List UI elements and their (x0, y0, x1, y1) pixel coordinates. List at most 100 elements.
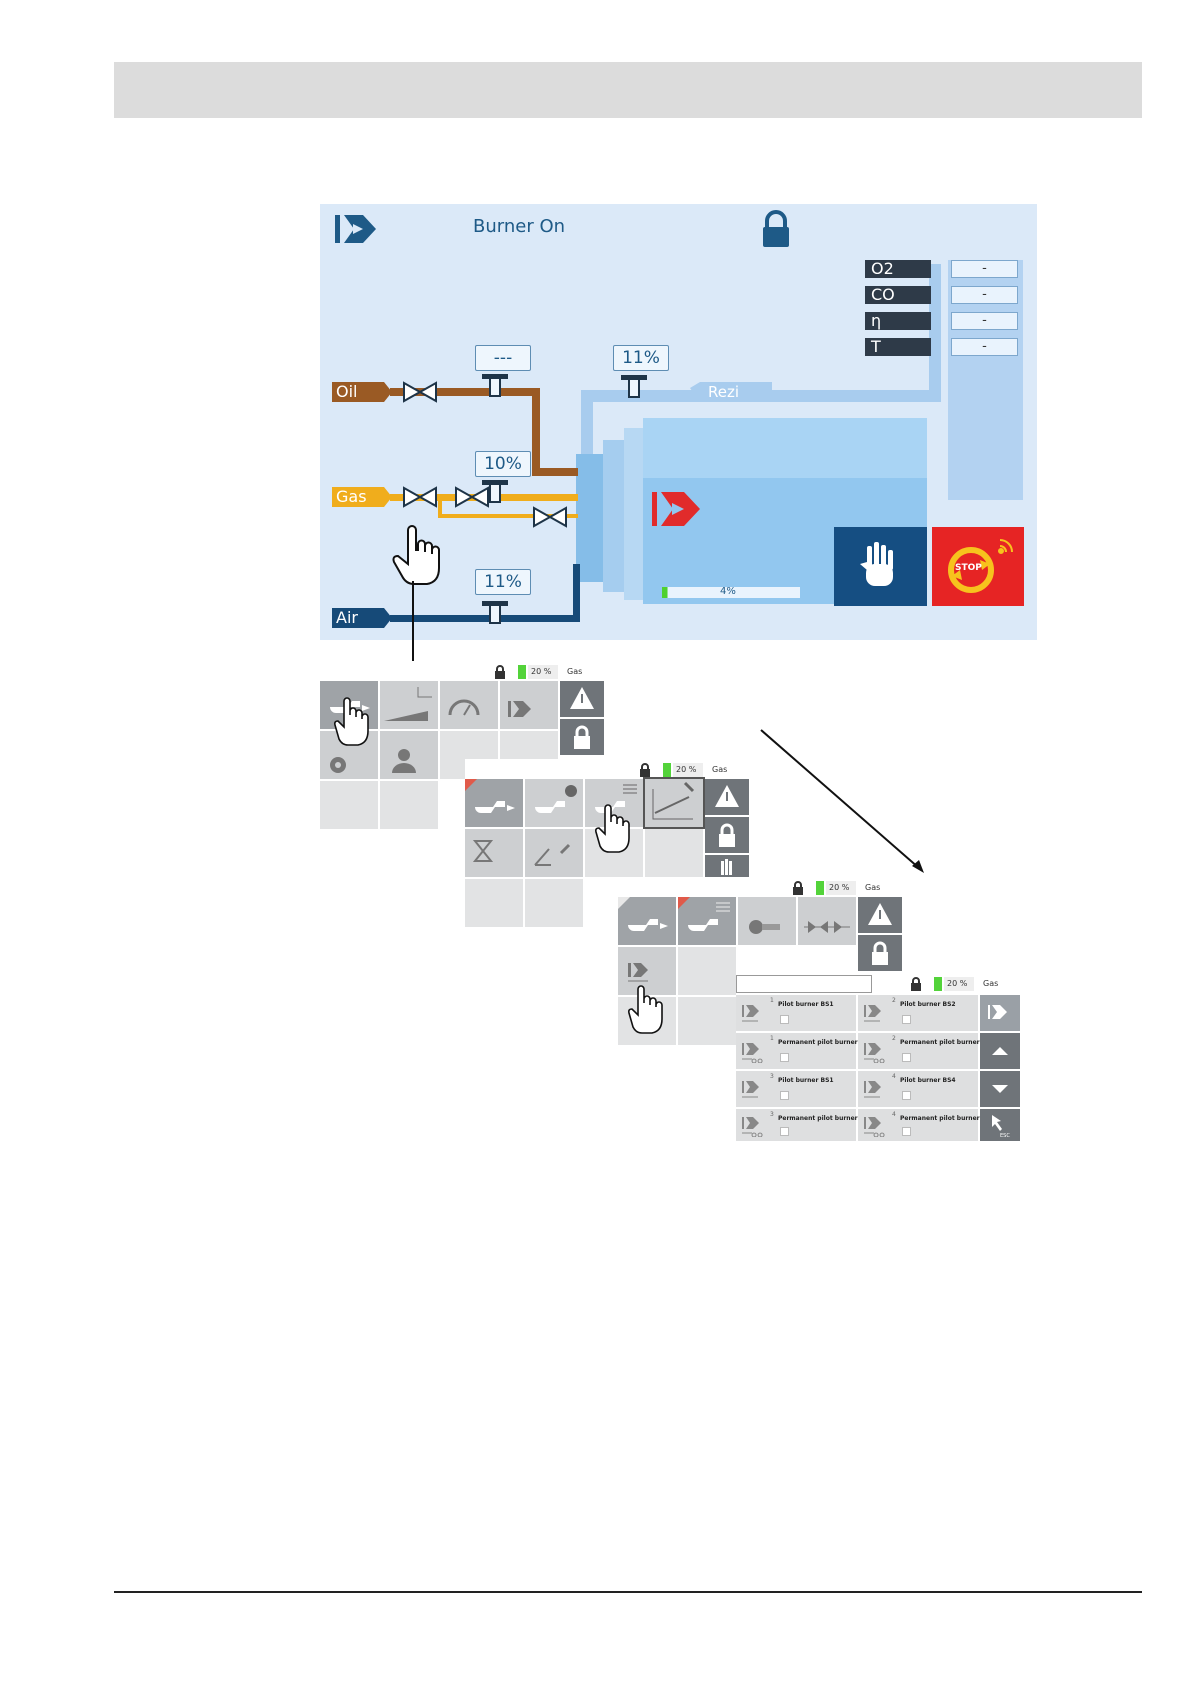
list-item[interactable]: 3 Pilot burner BS1 (736, 1071, 856, 1107)
lock-icon[interactable] (763, 210, 789, 247)
load-percent: 20 % (947, 979, 968, 988)
checkbox[interactable] (902, 1053, 911, 1062)
arrow-up-icon (992, 1047, 1008, 1055)
list-item[interactable]: 2 Permanent pilot burner BS2 (858, 1033, 995, 1069)
checkbox[interactable] (902, 1091, 911, 1100)
pilot-burner-button[interactable] (980, 995, 1020, 1031)
warning-icon (570, 687, 594, 709)
o2-label: O2 (865, 260, 931, 278)
lock-button[interactable] (560, 719, 604, 755)
lock-icon[interactable] (639, 763, 651, 777)
warning-icon (868, 903, 892, 925)
name-field[interactable] (736, 975, 872, 993)
checkbox[interactable] (902, 1015, 911, 1024)
burner-list-tile[interactable] (678, 897, 736, 945)
list-item[interactable]: 1 Pilot burner BS1 (736, 995, 856, 1031)
ramp-tile[interactable] (380, 681, 438, 729)
list-item[interactable]: 3 Permanent pilot burner BS3 (736, 1109, 873, 1141)
temperature-value: - (951, 338, 1018, 356)
checkbox[interactable] (902, 1127, 911, 1136)
operation-tile[interactable] (465, 779, 523, 827)
fuel-label: Gas (712, 765, 728, 774)
hand-stop-icon (860, 542, 893, 586)
o2-value: - (951, 260, 1018, 278)
empty-tile (465, 879, 523, 927)
oil-valve-value[interactable]: --- (475, 345, 531, 371)
scroll-down-button[interactable] (980, 1071, 1020, 1107)
load-indicator (518, 665, 526, 679)
o2-co-gauge-icon (448, 699, 480, 716)
adjust-tile[interactable] (525, 829, 583, 877)
header-bar (114, 62, 1142, 118)
tap-hand-icon (334, 697, 369, 746)
gas-valve-value[interactable]: 10% (475, 451, 531, 477)
load-ramp-icon (384, 687, 432, 721)
cursor-arrow-icon (992, 1115, 1002, 1131)
air-damper-icon[interactable] (482, 601, 508, 624)
lock-icon[interactable] (792, 881, 804, 895)
list-item[interactable]: 1 Permanent pilot burner BS1 (736, 1033, 873, 1069)
curve-settings-tile[interactable] (643, 777, 705, 829)
checkbox[interactable] (780, 1053, 789, 1062)
escape-button[interactable]: ESC (980, 1109, 1020, 1141)
checkbox[interactable] (780, 1127, 789, 1136)
load-percent: 20 % (829, 883, 850, 892)
permanent-pilot-burner-icon (864, 1117, 885, 1137)
lock-icon[interactable] (494, 665, 506, 679)
fuel-label: Gas (983, 979, 999, 988)
rezi-valve-value[interactable]: 11% (613, 345, 669, 371)
oil-control-valve-icon[interactable] (482, 374, 508, 397)
rezi-label: Rezi (708, 383, 740, 401)
empty-tile (320, 781, 378, 829)
fan-tile[interactable] (738, 897, 796, 945)
burner-tile[interactable] (500, 681, 558, 729)
lock-button[interactable] (705, 817, 749, 853)
checkbox[interactable] (780, 1091, 789, 1100)
esc-label: ESC (1000, 1133, 1010, 1139)
lock-button[interactable] (858, 935, 902, 971)
pilot-gas-valve-icon[interactable] (533, 506, 567, 528)
pilot-burner-icon (864, 1081, 881, 1098)
operation-menu-panel: 20 % Gas (465, 759, 749, 927)
burner-logo-icon (652, 492, 700, 526)
load-progress-bar (662, 587, 800, 598)
warning-button[interactable] (560, 681, 604, 717)
list-item[interactable]: 2 Pilot burner BS2 (858, 995, 978, 1031)
gas-control-valve-icon[interactable] (482, 480, 508, 503)
fan-motor-icon (749, 920, 780, 934)
empty-tile (678, 947, 736, 995)
rezi-control-valve-icon[interactable] (621, 375, 647, 398)
valve-train-tile[interactable] (798, 897, 856, 945)
manual-button[interactable] (705, 855, 749, 877)
hourglass-tile[interactable] (465, 829, 523, 877)
warning-button[interactable] (858, 897, 902, 933)
tap-hand-icon (628, 985, 663, 1034)
efficiency-label: η (865, 312, 931, 330)
manual-mode-button[interactable] (834, 527, 927, 606)
air-valve-value[interactable]: 11% (475, 569, 531, 595)
analysis-tile[interactable] (440, 681, 498, 729)
lock-icon[interactable] (910, 977, 922, 991)
lock-icon (574, 725, 590, 749)
gas-shutoff-valve-1-icon[interactable] (403, 486, 437, 508)
load-indicator (816, 881, 824, 895)
burner-operation-icon (465, 779, 515, 813)
scroll-up-button[interactable] (980, 1033, 1020, 1069)
gas-shutoff-valve-2-icon[interactable] (455, 486, 489, 508)
warning-button[interactable] (705, 779, 749, 815)
stop-button[interactable] (932, 527, 1024, 606)
oil-shutoff-valve-icon[interactable] (403, 381, 437, 403)
brand-logo-icon (335, 215, 376, 243)
info-tile[interactable] (525, 779, 583, 827)
burner-logo-icon (508, 701, 531, 717)
pilot-burner-tile[interactable] (618, 947, 676, 995)
checkbox[interactable] (780, 1015, 789, 1024)
user-tile[interactable] (380, 731, 438, 779)
permanent-pilot-burner-icon (742, 1117, 763, 1137)
oil-line-label: Oil (336, 382, 358, 401)
hourglass-icon (472, 840, 494, 862)
list-item[interactable]: 4 Pilot burner BS4 (858, 1071, 978, 1107)
lock-icon (719, 823, 735, 847)
operation-tile[interactable] (618, 897, 676, 945)
list-item[interactable]: 4 Permanent pilot burner BS4 (858, 1109, 995, 1141)
